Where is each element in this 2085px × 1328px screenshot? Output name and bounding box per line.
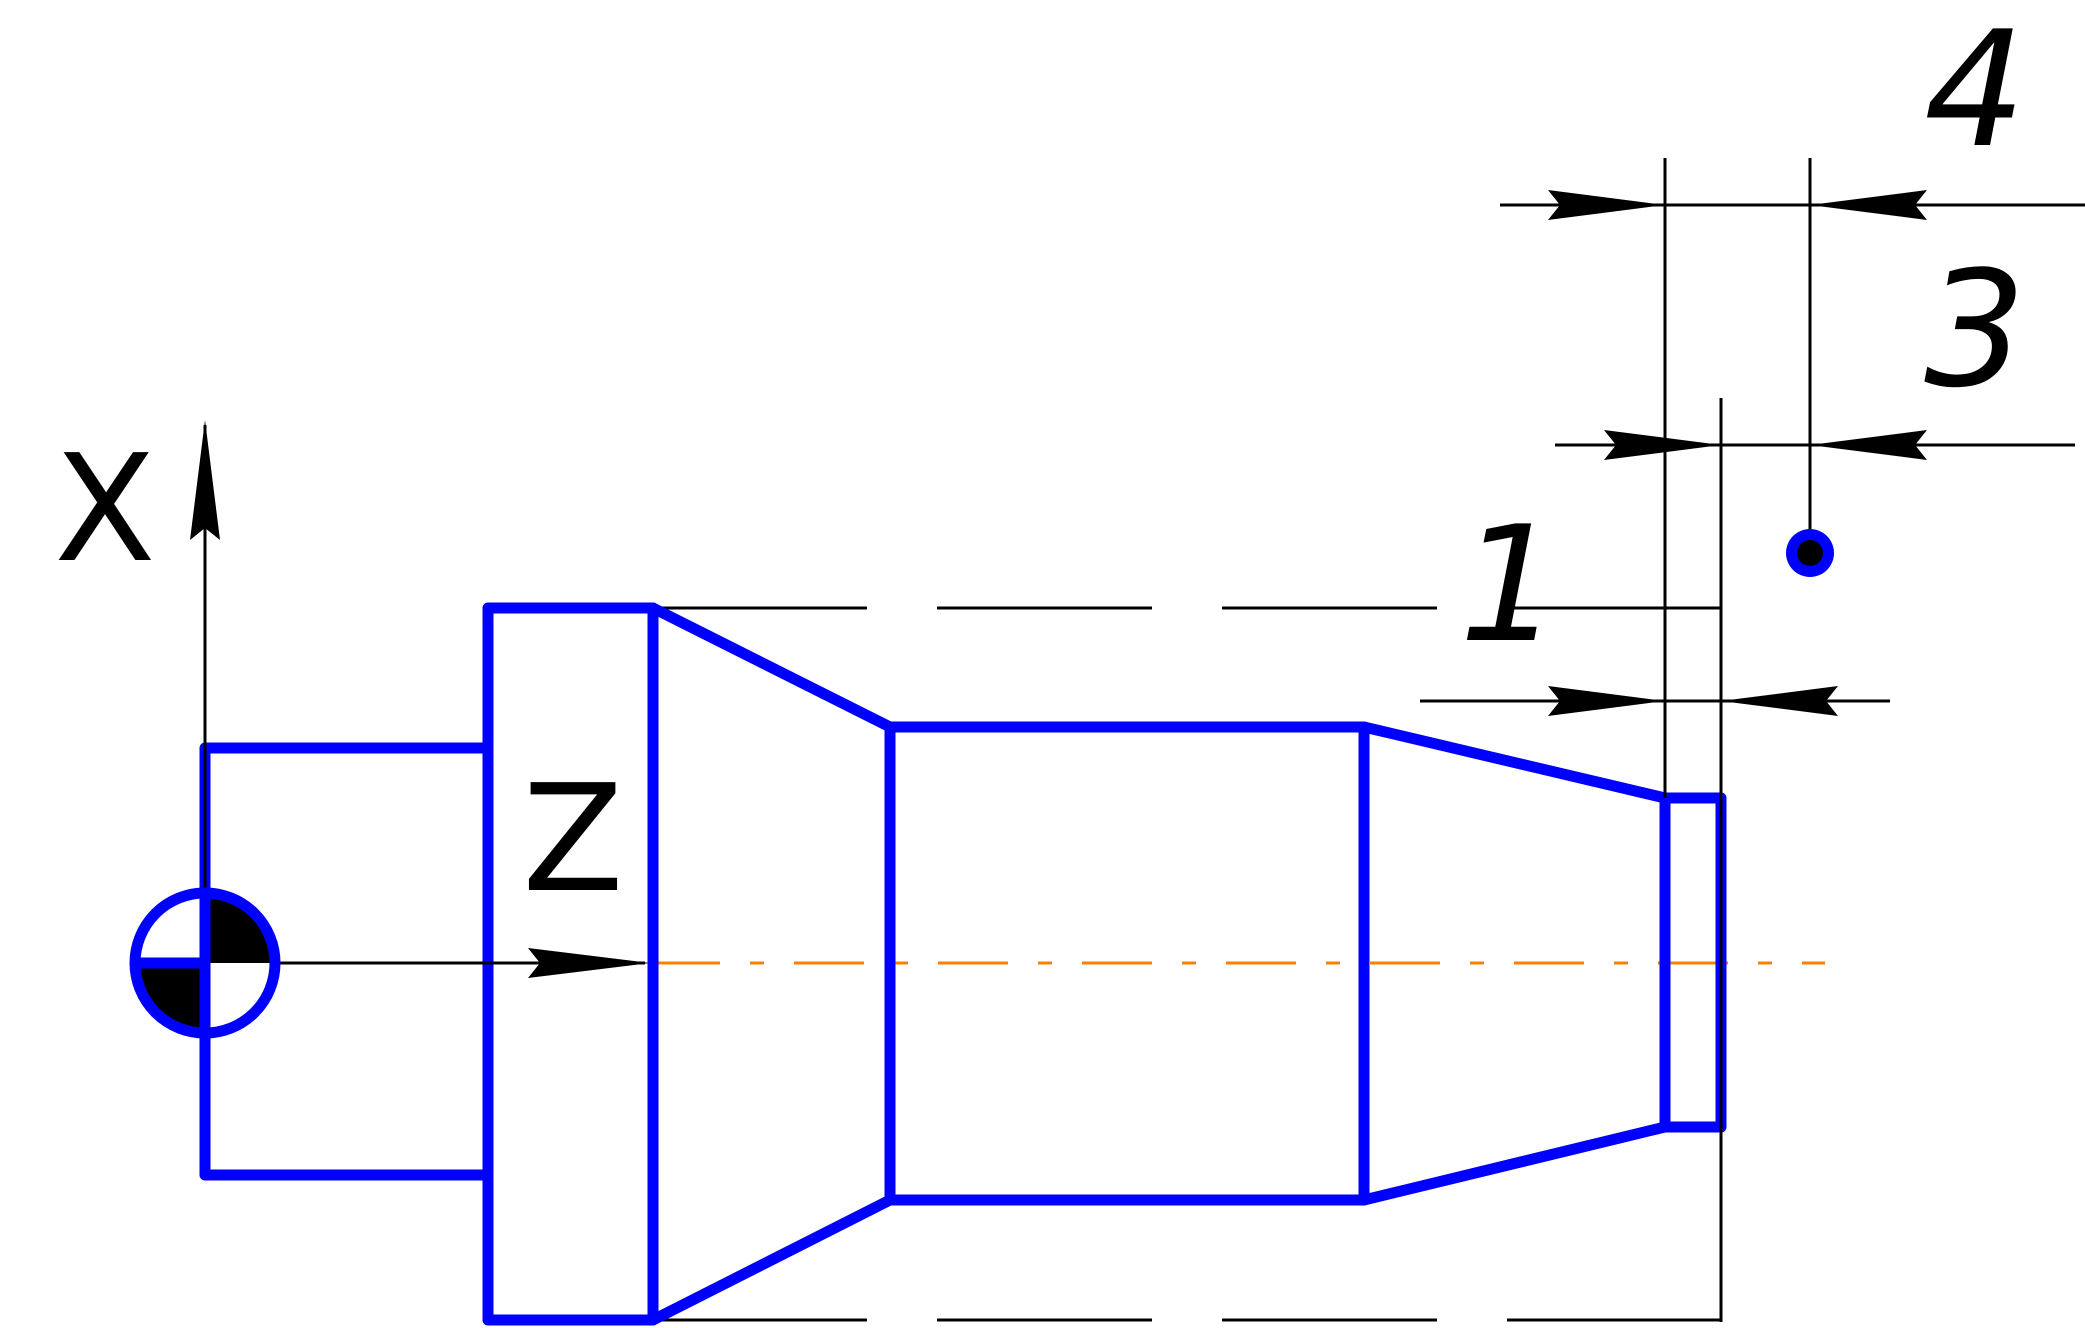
dimension-arrows	[1548, 190, 1927, 716]
dimension-label-3: 3	[1924, 236, 2026, 423]
dim-4-arrow-right-icon	[1810, 190, 1927, 220]
dim-1-arrow-right-icon	[1721, 686, 1838, 716]
x-axis-label: X	[54, 423, 155, 595]
dimension-label-1: 1	[1459, 491, 1561, 678]
z-axis-arrow-icon	[528, 948, 650, 978]
dim-4-arrow-left-icon	[1548, 190, 1665, 220]
x-axis-arrow-icon	[190, 420, 220, 540]
tool-point-icon	[1786, 529, 1834, 577]
workpiece-zero-icon	[129, 887, 281, 1039]
dim-3-arrow-left-icon	[1604, 430, 1721, 460]
z-axis-label: Z	[522, 753, 623, 925]
dim-3-arrow-right-icon	[1810, 430, 1927, 460]
dim-1-arrow-left-icon	[1548, 686, 1665, 716]
dimension-label-4: 4	[1924, 0, 2026, 183]
